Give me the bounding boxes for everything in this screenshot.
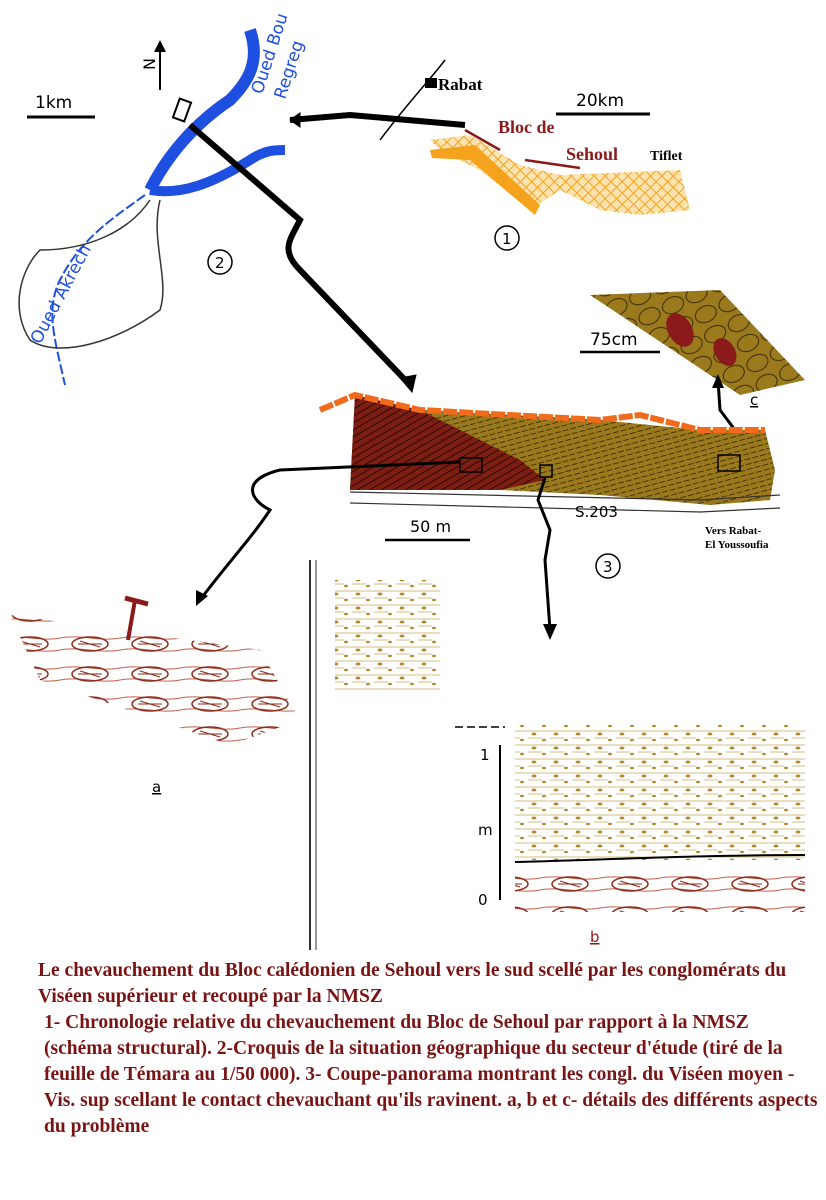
figure-number-circle xyxy=(595,553,621,579)
north-arrow-icon xyxy=(154,40,166,90)
scale-label-75cm: 75cm xyxy=(590,330,638,350)
figure-number-2: 2 xyxy=(215,254,225,272)
caption-title: Le chevauchement du Bloc calédonien de S… xyxy=(38,960,787,1007)
road-network xyxy=(18,199,164,349)
log-tick-0: 0 xyxy=(478,891,488,909)
detail-label-b: b xyxy=(590,928,600,946)
rabat-marker xyxy=(425,78,437,88)
structural-map-1: Rabat 20km Bloc de Sehoul Tiflet 1 xyxy=(379,59,690,251)
cross-section-3: S.203 50 m Vers Rabat- El Youssoufia 3 xyxy=(196,391,781,640)
direction-label-2: El Youssoufia xyxy=(705,539,769,551)
connector-arrows xyxy=(188,111,466,394)
location-map-2: 1km N Oued Bou Regreg Oued Akrech 2 xyxy=(18,11,308,386)
label-bloc-de: Bloc de xyxy=(498,117,555,137)
river-akrech xyxy=(51,194,146,386)
orange-units xyxy=(430,135,690,215)
road-s203 xyxy=(349,491,781,513)
scale-label-1km: 1km xyxy=(35,93,72,113)
figure-number-1: 1 xyxy=(502,230,512,248)
orange-conglomerate-layer xyxy=(318,391,765,433)
figure-caption: Le chevauchement du Bloc calédonien de S… xyxy=(38,958,818,1140)
detail-label-c: c xyxy=(750,391,758,409)
log-tick-1: 1 xyxy=(480,746,490,764)
north-label: N xyxy=(140,58,159,70)
detail-label-a: a xyxy=(152,778,161,796)
road-label: S.203 xyxy=(575,503,618,521)
detail-a-sheared-lenses: a xyxy=(10,595,300,796)
geological-figure: 1km N Oued Bou Regreg Oued Akrech 2 Raba… xyxy=(10,11,806,950)
sandstone-sample xyxy=(335,580,440,690)
town-label-tiflet: Tiflet xyxy=(650,149,683,164)
city-label-rabat: Rabat xyxy=(438,75,483,94)
caption-body: 1- Chronologie relative du chevauchement… xyxy=(44,1012,818,1137)
study-area-box xyxy=(171,97,193,123)
log-unit-m: m xyxy=(478,821,493,839)
scale-label-20km: 20km xyxy=(576,91,624,111)
river-bou-regreg xyxy=(144,28,260,193)
detail-b-log: 1 m 0 b xyxy=(455,725,806,946)
thrust-fault-line xyxy=(464,128,581,170)
label-sehoul: Sehoul xyxy=(566,144,618,164)
scale-label-50m: 50 m xyxy=(410,517,451,536)
river-label-akrech: Oued Akrech xyxy=(27,241,96,347)
hammer-icon xyxy=(124,595,149,641)
river-branch xyxy=(149,145,286,197)
detail-c-conglomerate: 75cm c xyxy=(580,290,805,456)
direction-label-1: Vers Rabat- xyxy=(705,525,761,537)
figure-number-circle xyxy=(207,249,233,275)
figure-number-circle xyxy=(494,225,520,251)
figure-number-3: 3 xyxy=(603,558,613,576)
